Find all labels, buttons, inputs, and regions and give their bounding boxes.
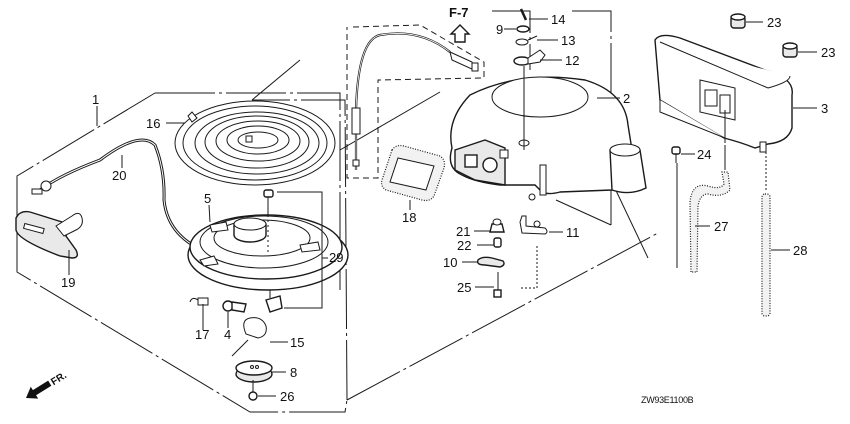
front-arrow-icon (26, 380, 52, 399)
callout-20: 20 (112, 168, 126, 183)
callout-18: 18 (402, 210, 416, 225)
front-indicator: FR. (26, 370, 69, 399)
callout-27: 27 (714, 219, 728, 234)
leader-lines (68, 18, 817, 397)
reference-arrow-f7: F-7 (449, 5, 471, 43)
part-fan-cover-cone (609, 143, 647, 194)
callout-19: 19 (61, 275, 75, 290)
callout-labels: 1 16 20 5 19 29 17 4 15 8 26 18 21 22 10… (61, 12, 835, 404)
callout-15: 15 (290, 335, 304, 350)
part-tube-28 (761, 152, 771, 317)
callout-21: 21 (456, 224, 470, 239)
part-grommet-23a (730, 13, 746, 29)
callout-13: 13 (561, 33, 575, 48)
callout-14: 14 (551, 12, 565, 27)
drawing-code: ZW93E1100B (641, 395, 694, 405)
part-screw-14 (519, 8, 528, 21)
part-tube-27 (689, 145, 731, 273)
part-reel (187, 214, 349, 291)
callout-16: 16 (146, 116, 160, 131)
callout-25: 25 (457, 280, 471, 295)
reference-label: F-7 (449, 5, 469, 20)
callout-5: 5 (204, 191, 211, 206)
callout-17: 17 (195, 327, 209, 342)
part-spring-13 (515, 35, 538, 46)
callout-24: 24 (697, 147, 711, 162)
callout-10: 10 (443, 255, 457, 270)
callout-28: 28 (793, 243, 807, 258)
callout-1: 1 (92, 92, 99, 107)
part-grommet-23b (782, 42, 798, 58)
callout-23-top: 23 (767, 15, 781, 30)
frame-recoil-starter (16, 92, 348, 413)
part-return-spring (189, 297, 209, 306)
part-control-cable (351, 32, 479, 170)
callout-8: 8 (290, 365, 297, 380)
part-bolt-24 (671, 146, 681, 268)
callout-3: 3 (821, 101, 828, 116)
up-arrow-icon (449, 24, 471, 43)
callout-29: 29 (329, 250, 343, 265)
part-cap (235, 360, 273, 383)
callout-9: 9 (496, 22, 503, 37)
part-starter-rope (31, 138, 216, 257)
part-ratchet (222, 300, 247, 313)
callout-11: 11 (566, 225, 580, 240)
callout-26: 26 (280, 389, 294, 404)
part-fitting-11 (519, 215, 548, 289)
part-starter-grip (15, 210, 83, 259)
part-fan-cover (449, 76, 635, 201)
callout-23-right: 23 (821, 45, 835, 60)
callout-4: 4 (224, 327, 231, 342)
part-lever-10 (476, 256, 505, 268)
frame-fan-cover (252, 10, 659, 401)
part-nut-21 (489, 218, 505, 233)
part-washer-9 (516, 25, 530, 33)
part-ratchet-set (263, 189, 323, 313)
part-friction-spring (231, 317, 267, 357)
callout-2: 2 (623, 91, 630, 106)
part-tray (654, 34, 793, 153)
part-seal (380, 144, 446, 202)
part-screw-26 (248, 380, 258, 401)
part-bolt-25 (493, 272, 502, 298)
callout-22: 22 (457, 238, 471, 253)
part-spiral-spring (174, 100, 336, 186)
part-collar-22 (493, 237, 502, 248)
callout-12: 12 (565, 53, 579, 68)
front-label: FR. (49, 370, 69, 388)
leader-spring-group (251, 59, 301, 101)
